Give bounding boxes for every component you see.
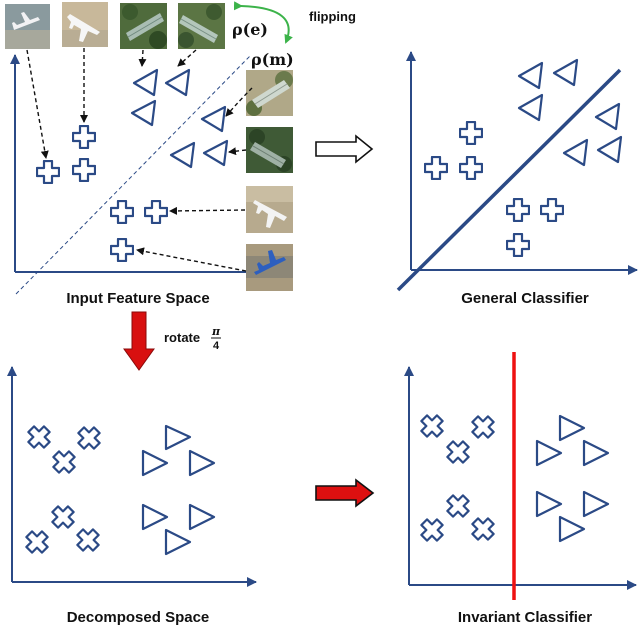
axes bbox=[404, 366, 637, 590]
triangle-marker-icon bbox=[535, 490, 563, 518]
building-thumbnail-icon bbox=[120, 3, 167, 49]
plus-marker-icon bbox=[506, 198, 530, 222]
triangle-marker-icon bbox=[164, 528, 192, 556]
dashed-boundary bbox=[15, 55, 251, 295]
triangle-marker-icon bbox=[164, 68, 191, 97]
triangle-marker-icon bbox=[202, 139, 229, 167]
mapping-arrows bbox=[26, 48, 253, 272]
airplane-thumbnail-icon bbox=[62, 2, 108, 47]
x-marker-icon bbox=[77, 426, 101, 450]
rotate-down-arrow-icon bbox=[123, 311, 155, 371]
plus-marker-icon bbox=[36, 160, 60, 184]
x-marker-icon bbox=[471, 517, 495, 541]
triangle-marker-icon bbox=[141, 449, 169, 477]
hollow-right-arrow-icon bbox=[315, 134, 374, 164]
x-marker-icon bbox=[51, 505, 75, 529]
building-thumbnail-icon bbox=[246, 70, 293, 116]
plus-marker-icon bbox=[72, 158, 96, 182]
plus-marker-icon bbox=[110, 238, 134, 262]
x-marker-icon bbox=[52, 450, 76, 474]
triangle-marker-icon bbox=[552, 58, 579, 87]
classifier-boundary bbox=[396, 68, 622, 292]
triangle-marker-icon bbox=[164, 424, 192, 451]
plus-marker-icon bbox=[506, 233, 530, 257]
caption-general-classifier: General Classifier bbox=[461, 290, 589, 307]
triangle-marker-icon bbox=[582, 439, 610, 467]
panel-invariant-classifier: Invariant Classifier bbox=[404, 352, 637, 626]
triangle-marker-icon bbox=[594, 102, 621, 131]
triangle-marker-icon bbox=[517, 93, 544, 122]
rotate-label: rotate bbox=[164, 330, 200, 345]
caption-decomposed-space: Decomposed Space bbox=[67, 609, 210, 626]
triangle-marker-icon bbox=[596, 135, 623, 164]
caption-input-feature-space: Input Feature Space bbox=[66, 290, 209, 307]
triangle-marker-icon bbox=[562, 138, 589, 167]
airplane-thumbnail-icon bbox=[246, 186, 293, 233]
x-marker-icon bbox=[25, 530, 49, 554]
triangle-marker-icon bbox=[188, 503, 216, 531]
triangle-marker-icon bbox=[188, 449, 216, 477]
triangle-marker-icon bbox=[141, 503, 169, 531]
x-marker-icon bbox=[420, 518, 444, 542]
x-marker-icon bbox=[27, 425, 51, 449]
x-marker-icon bbox=[446, 440, 470, 464]
plus-marker-icon bbox=[459, 156, 483, 180]
rho-e-label: ρ(e) bbox=[232, 20, 268, 39]
x-marker-icon bbox=[471, 415, 495, 439]
plus-marker-icon bbox=[110, 200, 134, 224]
rotate-fraction-denominator: 4 bbox=[213, 340, 220, 352]
flipping-label: flipping bbox=[309, 9, 356, 24]
triangle-marker-icon bbox=[535, 439, 563, 467]
plus-marker-icon bbox=[424, 156, 448, 180]
airplane-thumbnail-icon bbox=[246, 244, 293, 291]
plus-marker-icon bbox=[144, 200, 168, 224]
triangle-marker-icon bbox=[582, 490, 610, 518]
axes bbox=[6, 366, 257, 587]
triangle-marker-icon bbox=[130, 99, 157, 127]
panel-decomposed-space: Decomposed Space bbox=[6, 366, 257, 626]
triangle-marker-icon bbox=[200, 105, 227, 133]
building-thumbnail-icon bbox=[246, 127, 293, 173]
flipping-arrow bbox=[233, 1, 293, 44]
plus-marker-icon bbox=[72, 125, 96, 149]
airplane-thumbnail-icon bbox=[5, 4, 50, 49]
red-right-arrow-icon bbox=[315, 478, 375, 508]
x-marker-icon bbox=[76, 528, 100, 552]
triangle-marker-icon bbox=[169, 141, 196, 169]
panel-input-feature-space: flipping ρ(e) ρ(m) Input Feature Space bbox=[5, 1, 356, 307]
triangle-marker-icon bbox=[558, 515, 586, 543]
triangle-marker-icon bbox=[558, 414, 586, 442]
plus-marker-icon bbox=[540, 198, 564, 222]
rotate-fraction-numerator: π bbox=[211, 325, 221, 338]
building-thumbnail-icon bbox=[178, 3, 225, 49]
axes bbox=[10, 54, 256, 277]
x-marker-icon bbox=[446, 494, 470, 518]
axes bbox=[406, 51, 638, 275]
caption-invariant-classifier: Invariant Classifier bbox=[458, 609, 592, 626]
plus-marker-icon bbox=[459, 121, 483, 145]
triangle-marker-icon bbox=[132, 68, 159, 97]
panel-general-classifier: General Classifier bbox=[396, 51, 638, 307]
triangle-marker-icon bbox=[517, 61, 544, 90]
rho-m-label: ρ(m) bbox=[251, 50, 294, 69]
x-marker-icon bbox=[420, 414, 444, 438]
